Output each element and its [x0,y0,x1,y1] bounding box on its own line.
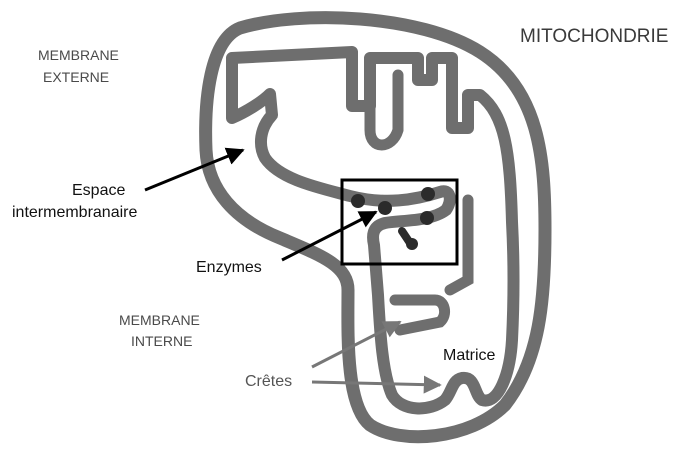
crista-upper [370,75,398,145]
label-membrane-interne-line2: INTERNE [131,333,192,349]
diagram-title: MITOCHONDRIE [520,26,668,47]
enzyme-dot [351,194,365,208]
arrow-espace [145,150,243,190]
enzyme-dot [420,211,434,225]
label-espace-line1: Espace [72,182,125,199]
label-membrane-externe-line2: EXTERNE [43,69,109,85]
label-membrane-interne-line1: MEMBRANE [119,312,200,328]
label-espace-line2: intermembranaire [12,204,137,221]
label-cretes: Crêtes [245,373,292,390]
enzyme-dot [378,201,392,215]
label-matrice: Matrice [443,347,496,364]
enzyme-dot [421,187,435,201]
crista-lower [395,300,445,330]
arrow-enzymes [282,212,376,260]
label-enzymes: Enzymes [196,259,262,276]
arrow-cretes-lower [312,382,440,385]
crista-right [450,200,468,290]
label-membrane-externe-line1: MEMBRANE [38,47,119,63]
enzyme-dot [406,238,418,250]
